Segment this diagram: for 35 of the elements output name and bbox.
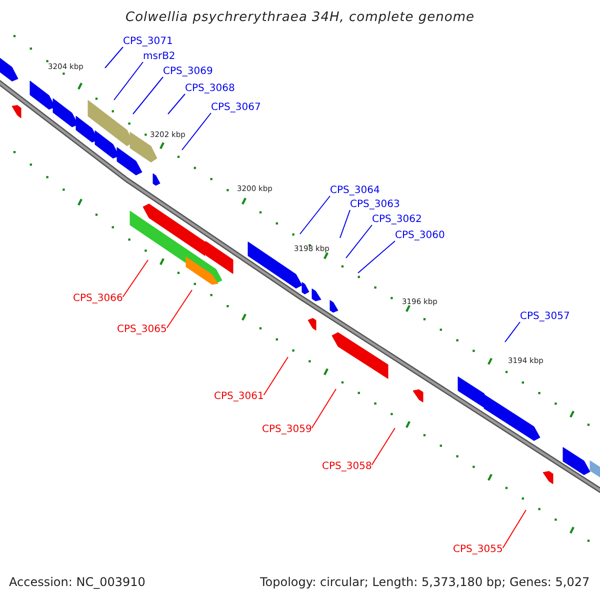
leader-line — [168, 94, 186, 114]
leader-line — [504, 322, 520, 342]
leader-line — [502, 510, 526, 548]
leader-line — [263, 356, 288, 396]
gene-label: CPS_3068 — [185, 84, 235, 94]
gene-label: CPS_3063 — [350, 200, 400, 210]
footer-text: Accession: NC_003910 — [9, 576, 146, 588]
gene-label: CPS_3069 — [163, 67, 213, 77]
gene-label: CPS_3058 — [322, 462, 372, 472]
gene-label: CPS_3061 — [214, 392, 264, 402]
gene-label: CPS_3065 — [117, 325, 167, 335]
gene-label: CPS_3064 — [330, 186, 380, 196]
leader-line — [371, 428, 396, 466]
leader-line — [114, 62, 144, 100]
leader-line — [166, 290, 192, 328]
gene-label: CPS_3062 — [372, 215, 422, 225]
leader-line — [122, 260, 148, 298]
gene-label: CPS_3060 — [395, 231, 445, 241]
leader-line — [340, 210, 350, 238]
gene-label: msrB2 — [143, 52, 176, 62]
footer-text: Topology: circular; Length: 5,373,180 bp; Genes: 5,027 — [260, 576, 590, 588]
leader-line — [300, 196, 330, 234]
gene-label: CPS_3071 — [123, 37, 173, 47]
leader-line — [311, 388, 336, 428]
gene-label: CPS_3067 — [211, 103, 261, 113]
leader-line — [358, 240, 396, 274]
leader-line — [104, 46, 124, 68]
leader-line — [182, 112, 212, 150]
gene-label: CPS_3057 — [520, 312, 570, 322]
title: Colwellia psychrerythraea 34H, complete genome — [124, 11, 476, 24]
gene-label: CPS_3055 — [453, 545, 503, 555]
gene-label: CPS_3066 — [73, 294, 123, 304]
gene-label: CPS_3059 — [262, 425, 312, 435]
leader-line — [346, 224, 372, 258]
leader-line — [132, 76, 164, 114]
